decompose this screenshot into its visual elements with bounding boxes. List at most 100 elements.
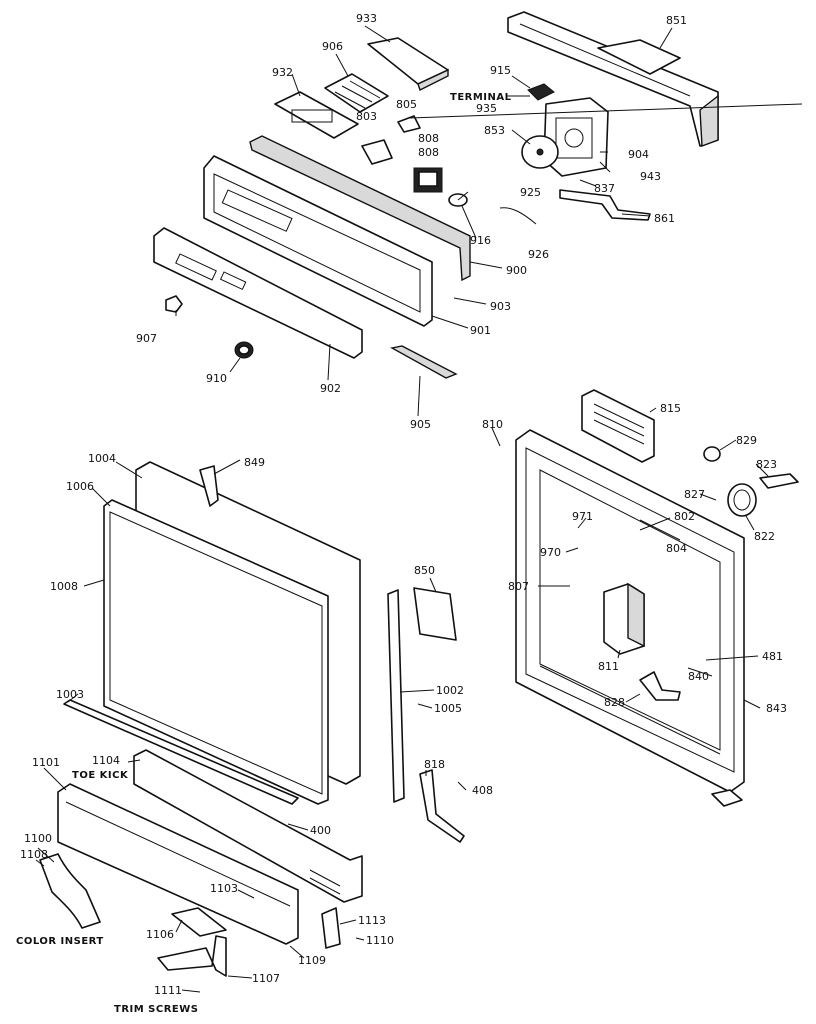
callout-900: 900 (506, 264, 527, 277)
callout-943: 943 (640, 170, 661, 183)
callout-1104: 1104 (92, 754, 120, 767)
callout-1106: 1106 (146, 928, 174, 941)
callout-color-insert: COLOR INSERT (16, 936, 104, 947)
callout-904: 904 (628, 148, 649, 161)
callout-1002: 1002 (436, 684, 464, 697)
callout-1005: 1005 (434, 702, 462, 715)
callout-926: 926 (528, 248, 549, 261)
part-853-dial (521, 135, 559, 169)
callout-trim-screws: TRIM SCREWS (114, 1004, 198, 1015)
callout-906: 906 (322, 40, 343, 53)
part-1108-color-insert (39, 853, 101, 929)
part-808-block (361, 139, 393, 165)
callout-843: 843 (766, 702, 787, 715)
callout-toe-kick: TOE KICK (72, 770, 129, 781)
callout-1006: 1006 (66, 480, 94, 493)
part-861-linkage (559, 189, 651, 221)
callout-902: 902 (320, 382, 341, 395)
part-849-bracket (199, 465, 219, 507)
callout-1103: 1103 (210, 882, 238, 895)
part-1003-strip (63, 699, 299, 805)
callout-850: 850 (414, 564, 435, 577)
callout-837: 837 (594, 182, 615, 195)
part-902-panel (153, 227, 363, 359)
callout-808: 808 (418, 132, 439, 145)
part-829-cap (703, 446, 721, 462)
callout-851: 851 (666, 14, 687, 27)
part-1104-toe-kick (133, 749, 363, 903)
part-815-vent (581, 389, 655, 463)
callout-400: 400 (310, 824, 331, 837)
callout-901: 901 (470, 324, 491, 337)
part-823-lever (759, 473, 799, 489)
part-910-button (234, 341, 254, 359)
part-907-knob (165, 295, 183, 313)
callout-1113: 1113 (358, 914, 386, 927)
part-808-relay (413, 167, 443, 193)
part-1107-bracket (157, 935, 227, 977)
callout-916: 916 (470, 234, 491, 247)
callout-903: 903 (490, 300, 511, 313)
callout-1003: 1003 (56, 688, 84, 701)
callout-408: 408 (472, 784, 493, 797)
part-1106-bracket (171, 907, 227, 937)
callout-827: 827 (684, 488, 705, 501)
part-1113-bracket (321, 907, 341, 949)
callout-1101: 1101 (32, 756, 60, 769)
callout-910: 910 (206, 372, 227, 385)
callout-terminal: TERMINAL (450, 92, 512, 103)
callout-1111: 1111 (154, 984, 182, 997)
callout-1107: 1107 (252, 972, 280, 985)
callout-1109: 1109 (298, 954, 326, 967)
callout-971: 971 (572, 510, 593, 523)
callout-1110: 1110 (366, 934, 394, 947)
part-822-dial (727, 483, 757, 517)
callout-805: 805 (396, 98, 417, 111)
part-1008-outer-panel (103, 461, 361, 805)
leader-lines (35, 25, 803, 993)
part-906-bracket (324, 73, 389, 113)
part-851-cover (507, 11, 719, 147)
callout-925: 925 (520, 186, 541, 199)
part-900-console (203, 135, 471, 327)
callout-935: 935 (476, 102, 497, 115)
callout-905: 905 (410, 418, 431, 431)
callout-853: 853 (484, 124, 505, 137)
callout-1004: 1004 (88, 452, 116, 465)
callout-802: 802 (674, 510, 695, 523)
callout-810: 810 (482, 418, 503, 431)
part-915-terminal (527, 83, 555, 101)
callout-804: 804 (666, 542, 687, 555)
part-818-hinge (419, 769, 465, 843)
part-905-lens (389, 345, 458, 379)
callout-818: 818 (424, 758, 445, 771)
part-933-cover (367, 37, 449, 91)
part-1002-rail (387, 589, 405, 803)
part-925-wire (499, 207, 537, 225)
callout-907: 907 (136, 332, 157, 345)
callout-1008: 1008 (50, 580, 78, 593)
callout-823: 823 (756, 458, 777, 471)
part-805-clip (397, 115, 421, 133)
callout-849: 849 (244, 456, 265, 469)
part-811-dispenser (603, 582, 645, 655)
callout-932: 932 (272, 66, 293, 79)
callout-803: 803 (356, 110, 377, 123)
part-916-knob (448, 191, 469, 207)
callout-815: 815 (660, 402, 681, 415)
callout-822: 822 (754, 530, 775, 543)
callout-1100: 1100 (24, 832, 52, 845)
callout-933: 933 (356, 12, 377, 25)
part-828-arm (639, 671, 681, 701)
part-1101-kick-panel (57, 783, 299, 945)
callout-1108: 1108 (20, 848, 48, 861)
callout-915: 915 (490, 64, 511, 77)
callout-970: 970 (540, 546, 561, 559)
part-904-timer (543, 97, 609, 177)
callout-840: 840 (688, 670, 709, 683)
callout-807: 807 (508, 580, 529, 593)
callout-811: 811 (598, 660, 619, 673)
callout-829: 829 (736, 434, 757, 447)
callout-861: 861 (654, 212, 675, 225)
